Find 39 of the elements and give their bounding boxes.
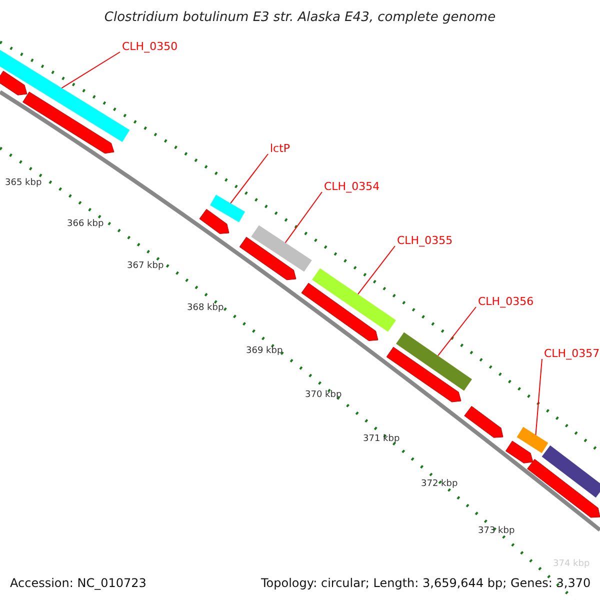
scale-label: 370 kbp [305,391,342,400]
leader-line [61,52,120,89]
title: Clostridium botulinum E3 str. Alaska E43, complete genome [103,11,497,24]
cds-glyph [239,236,296,280]
gene-label: CLH_0350 [122,41,178,52]
cds-glyph [0,70,28,96]
footer-text: Topology: circular; Length: 3,659,644 bp; Genes: 3,370 [261,577,591,589]
gene-label: CLH_0355 [397,235,453,246]
cds-glyph [199,208,230,234]
scale-label: 366 kbp [67,220,104,229]
gene-bar [516,426,548,454]
gene-label: CLH_0356 [478,296,534,307]
scale-label: 373 kbp [478,527,515,536]
leader-line [284,192,322,244]
cds-glyph [464,406,504,438]
cds-glyph [386,346,462,402]
cds-glyph [527,458,600,518]
gene-bar [542,445,600,498]
scale-label: 367 kbp [127,262,164,271]
gene-label: lctP [270,143,290,154]
leader-line [437,306,476,356]
leader-line [230,154,268,204]
cds-glyph [22,92,114,154]
gene-bar [210,194,245,222]
gene-label: CLH_0354 [324,181,380,192]
gene-bar [251,225,312,272]
scale-label: 369 kbp [246,347,283,356]
scale-label: 372 kbp [421,480,458,489]
cds-glyph [505,440,534,464]
footer-text: Accession: NC_010723 [10,577,146,589]
gene-label: CLH_0357 [544,348,600,359]
leader-line [535,358,542,436]
gene-bar [396,332,472,391]
cds-glyph [301,282,378,342]
leader-line [357,246,396,295]
scale-label: 371 kbp [363,435,400,444]
gene-bar [312,268,396,332]
scale-label: 365 kbp [5,179,42,188]
scale-label: 368 kbp [187,304,224,313]
